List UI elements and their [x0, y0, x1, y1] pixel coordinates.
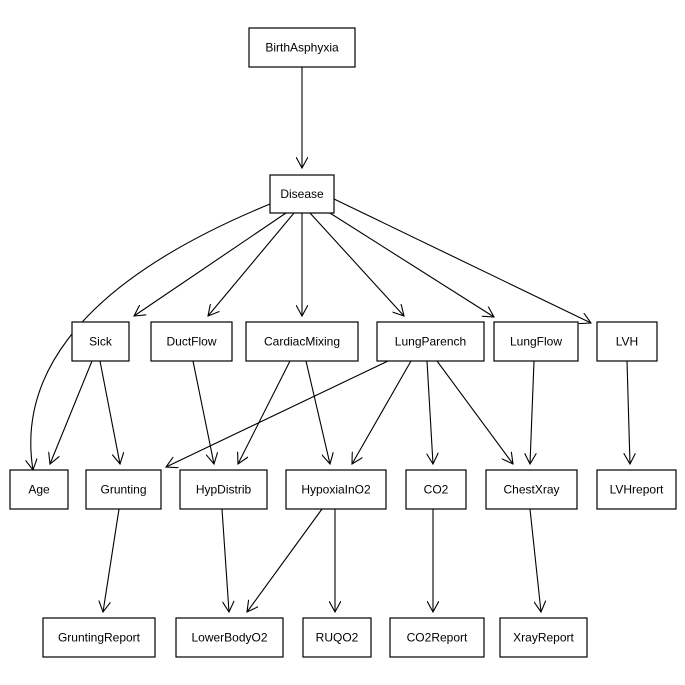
- node-label: Sick: [89, 335, 113, 349]
- node-gruntingreport: GruntingReport: [42, 617, 156, 658]
- node-label: Grunting: [100, 483, 146, 497]
- edge-sick-to-age: [50, 360, 93, 464]
- node-box: [493, 321, 579, 362]
- node-label: CardiacMixing: [264, 335, 340, 349]
- node-label: ChestXray: [503, 483, 559, 497]
- node-age: Age: [9, 469, 69, 510]
- node-label: GruntingReport: [58, 631, 141, 645]
- edge-disease-to-lungparench: [309, 212, 404, 316]
- node-cardiacmixing: CardiacMixing: [245, 321, 359, 362]
- node-label: RUQO2: [316, 631, 359, 645]
- node-xrayreport: XrayReport: [499, 617, 588, 658]
- node-label: LVH: [616, 335, 638, 349]
- edge-disease-to-age: [31, 203, 271, 470]
- node-co2report: CO2Report: [389, 617, 485, 658]
- edge-grunting-to-gruntingreport: [103, 508, 120, 612]
- edges: [31, 67, 630, 612]
- node-label: LVHreport: [610, 483, 664, 497]
- edge-ductflow-to-hypdistrib: [192, 360, 214, 464]
- node-box: [269, 174, 335, 214]
- edge-lungparench-to-grunting: [166, 360, 389, 467]
- node-label: HypoxiaInO2: [301, 483, 371, 497]
- node-disease: Disease: [269, 174, 335, 214]
- node-sick: Sick: [71, 321, 130, 362]
- node-ruqo2: RUQO2: [302, 617, 372, 658]
- node-label: HypDistrib: [196, 483, 252, 497]
- node-lungflow: LungFlow: [493, 321, 579, 362]
- node-label: XrayReport: [513, 631, 574, 645]
- node-lowerbodyo2: LowerBodyO2: [175, 617, 284, 658]
- node-box: [302, 617, 372, 658]
- node-box: [9, 469, 69, 510]
- node-label: CO2Report: [407, 631, 468, 645]
- node-box: [485, 469, 578, 510]
- node-label: Age: [28, 483, 50, 497]
- edge-sick-to-grunting: [99, 360, 120, 464]
- node-box: [389, 617, 485, 658]
- node-box: [596, 321, 658, 362]
- edge-cardiacmixing-to-hypdistrib: [238, 360, 291, 464]
- edge-chestxray-to-xrayreport: [529, 508, 541, 612]
- node-label: CO2: [424, 483, 449, 497]
- node-label: LungFlow: [510, 335, 562, 349]
- edge-disease-to-lungflow: [321, 207, 494, 317]
- node-label: LowerBodyO2: [191, 631, 267, 645]
- node-chestxray: ChestXray: [485, 469, 578, 510]
- node-label: BirthAsphyxia: [265, 41, 339, 55]
- node-grunting: Grunting: [85, 469, 162, 510]
- node-lvhreport: LVHreport: [596, 469, 677, 510]
- node-box: [285, 469, 387, 510]
- node-label: Disease: [280, 187, 324, 201]
- node-box: [42, 617, 156, 658]
- node-box: [248, 27, 356, 68]
- edge-lvh-to-lvhreport: [627, 360, 630, 464]
- node-ductflow: DuctFlow: [150, 321, 233, 362]
- node-box: [405, 469, 467, 510]
- edge-disease-to-lvh: [333, 198, 591, 323]
- edge-cardiacmixing-to-hypoxiaino2: [305, 360, 330, 464]
- node-box: [85, 469, 162, 510]
- node-birthasphyxia: BirthAsphyxia: [248, 27, 356, 68]
- node-hypdistrib: HypDistrib: [179, 469, 268, 510]
- node-box: [179, 469, 268, 510]
- edge-lungflow-to-chestxray: [530, 360, 534, 464]
- node-label: LungParench: [395, 335, 466, 349]
- edge-disease-to-ductflow: [208, 212, 295, 316]
- node-box: [376, 321, 485, 362]
- edge-lungparench-to-hypoxiaino2: [352, 360, 412, 464]
- node-box: [175, 617, 284, 658]
- node-box: [150, 321, 233, 362]
- node-box: [71, 321, 130, 362]
- node-box: [245, 321, 359, 362]
- edge-hypdistrib-to-lowerbodyo2: [221, 508, 229, 612]
- edge-lungparench-to-co2: [427, 360, 433, 464]
- node-box: [596, 469, 677, 510]
- node-lungparench: LungParench: [376, 321, 485, 362]
- node-hypoxiaino2: HypoxiaInO2: [285, 469, 387, 510]
- node-box: [499, 617, 588, 658]
- edge-hypoxiaino2-to-lowerbodyo2: [247, 508, 323, 612]
- node-lvh: LVH: [596, 321, 658, 362]
- node-label: DuctFlow: [166, 335, 216, 349]
- edge-disease-to-sick: [134, 212, 287, 316]
- node-co2: CO2: [405, 469, 467, 510]
- edge-lungparench-to-chestxray: [436, 360, 513, 464]
